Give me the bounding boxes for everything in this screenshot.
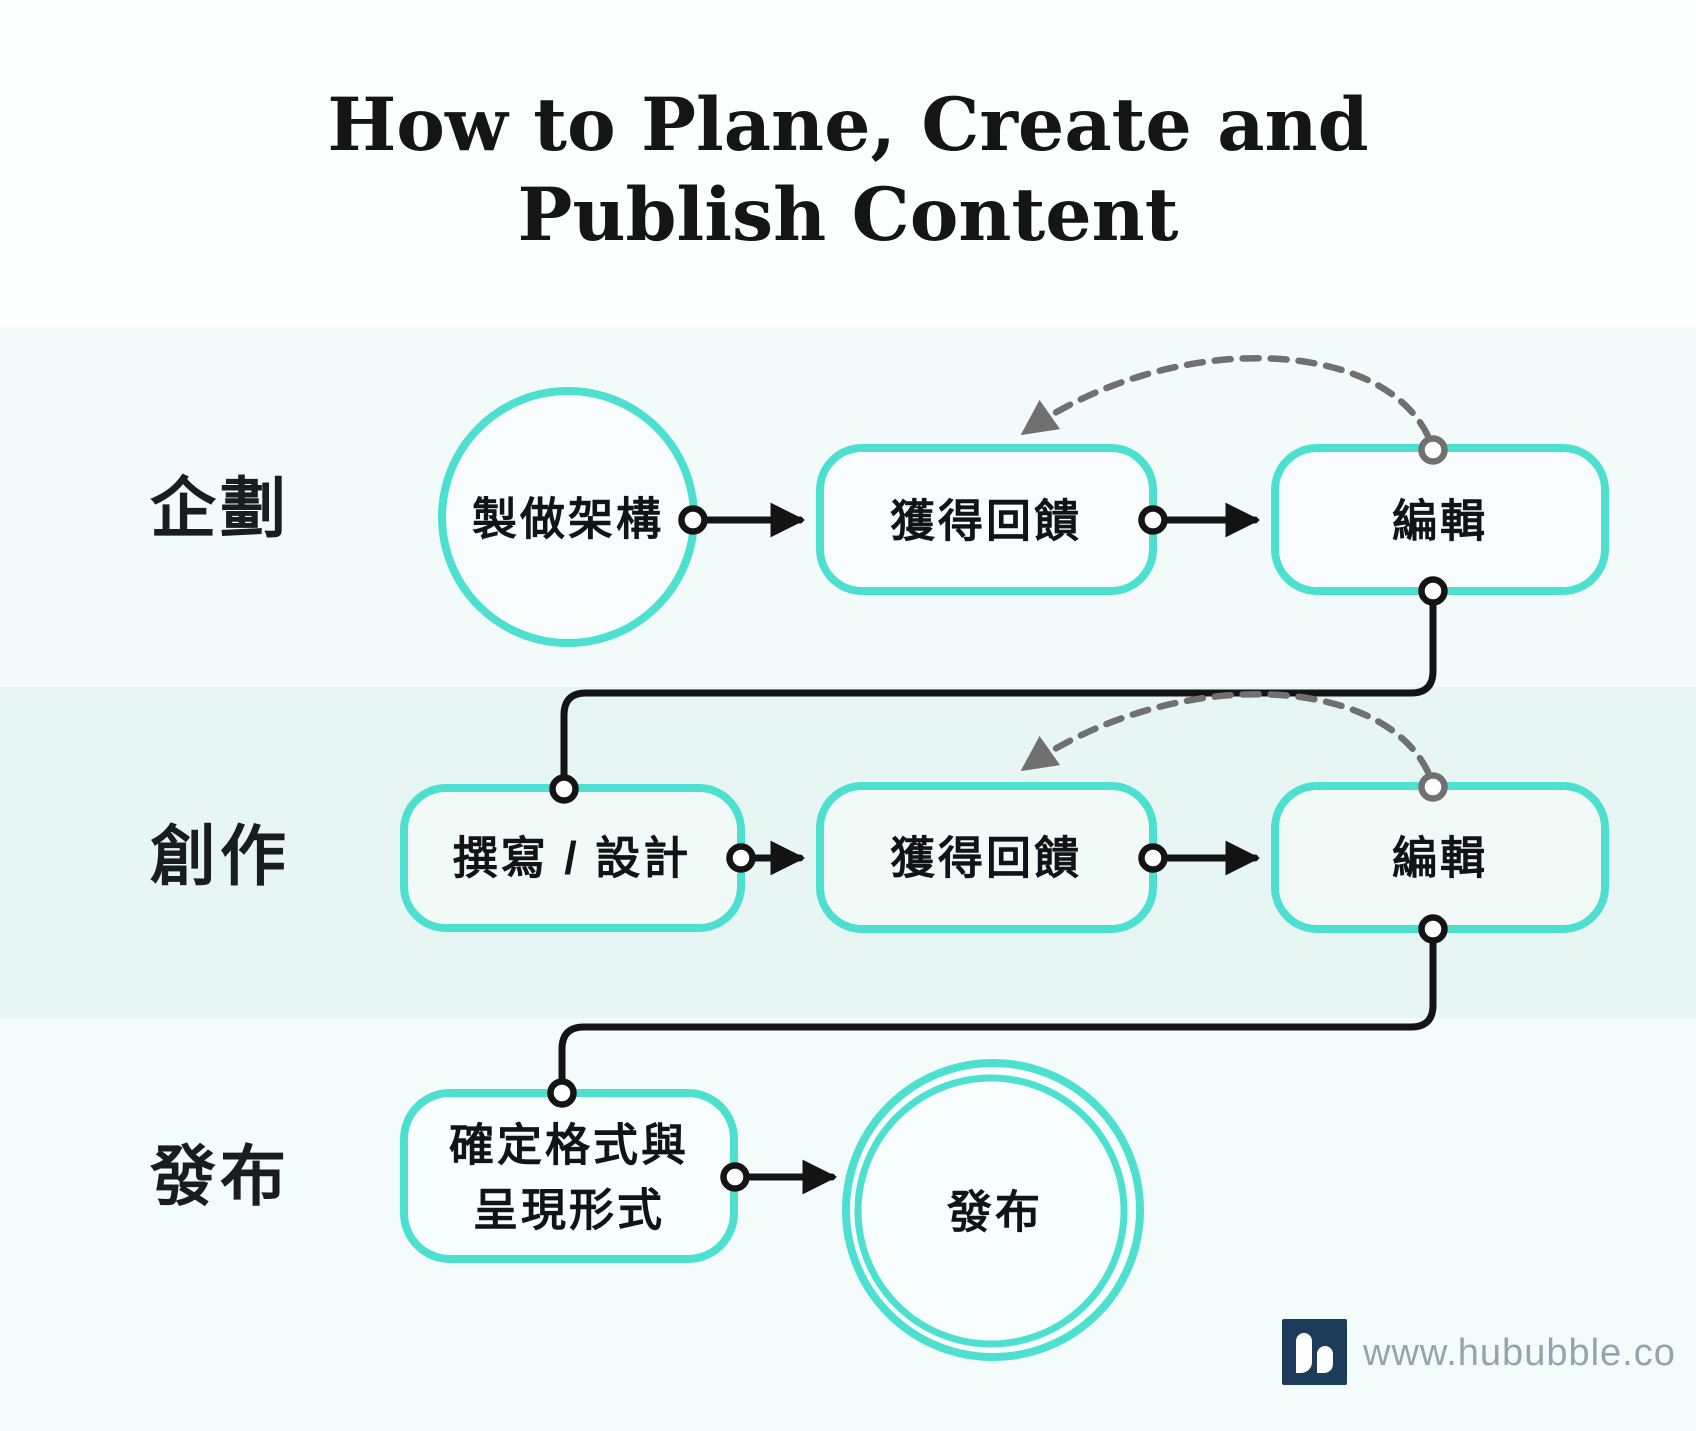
node-edit-label-row1: 編輯 xyxy=(1392,496,1488,547)
node-publish-inner-circle xyxy=(854,1074,1128,1348)
connector-dot-gray xyxy=(1418,772,1448,802)
connector-dot xyxy=(1418,576,1448,606)
hububble-logo-icon xyxy=(1282,1319,1347,1385)
dashed-return-arrow-row1-icon xyxy=(1020,354,1432,440)
connector-dot xyxy=(549,774,579,804)
footer-url: www.hububble.co xyxy=(1362,1332,1676,1374)
band-planning xyxy=(0,327,1696,687)
row-label-creation: 創作 xyxy=(150,819,290,893)
connector-dot xyxy=(1138,843,1168,873)
elbow-edit1-to-write-icon xyxy=(560,600,1437,780)
connector-dot xyxy=(720,1162,750,1192)
node-publish-label: 發布 xyxy=(946,1187,1043,1238)
node-get-feedback-label-row2: 獲得回饋 xyxy=(890,833,1082,884)
logo-petal-right xyxy=(1317,1346,1333,1373)
node-write-design-label: 撰寫 / 設計 xyxy=(453,833,692,884)
connector-dot xyxy=(1418,914,1448,944)
logo-square xyxy=(1282,1319,1347,1385)
node-edit-label-row2: 編輯 xyxy=(1392,833,1488,884)
row-label-planning: 企劃 xyxy=(150,471,290,545)
connector-dot xyxy=(726,843,756,873)
node-publish-outer-circle xyxy=(842,1059,1144,1361)
logo-petal-left xyxy=(1296,1333,1312,1373)
node-format-label-line1: 確定格式與 xyxy=(449,1120,689,1171)
band-creation xyxy=(0,687,1696,1018)
connector-dot xyxy=(1138,505,1168,535)
page-title-line1: How to Plane, Create and xyxy=(327,82,1368,168)
node-format-label-line2: 呈現形式 xyxy=(473,1185,665,1236)
row-label-publish: 發布 xyxy=(149,1139,290,1213)
node-get-feedback-label-row1: 獲得回饋 xyxy=(890,496,1082,547)
connector-dot-gray xyxy=(1418,435,1448,465)
node-make-structure-label: 製做架構 xyxy=(472,494,664,545)
connector-dot xyxy=(678,505,708,535)
dashed-return-arrow-row2-icon xyxy=(1020,690,1432,776)
connector-dot xyxy=(547,1078,577,1108)
elbow-edit2-to-format-icon xyxy=(558,938,1437,1084)
page-title-line2: Publish Content xyxy=(518,172,1179,258)
